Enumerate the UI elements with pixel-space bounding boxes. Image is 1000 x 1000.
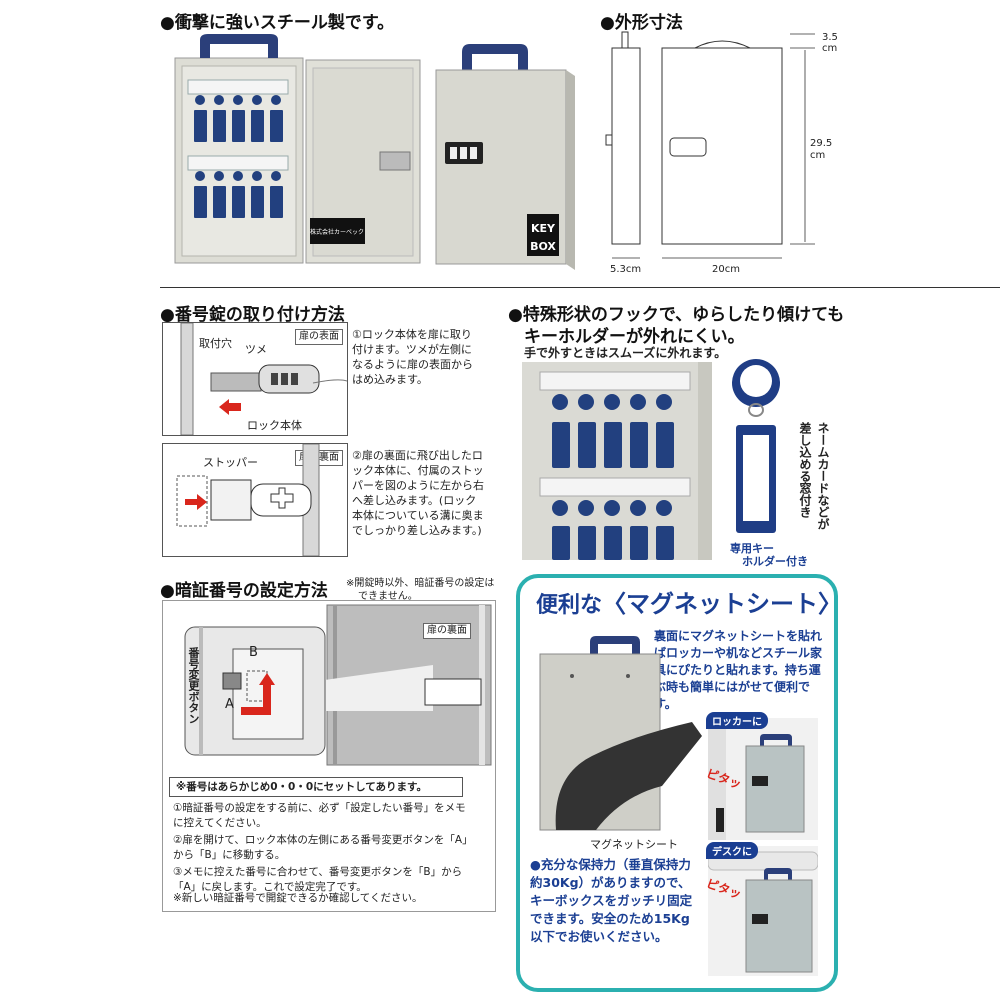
final-note: ※新しい暗証番号で開錠できるか確認してください。 [173, 892, 423, 904]
magnet-desc: 裏面にマグネットシートを貼ればロッカーや机などスチール家具にぴたりと貼れます。持… [654, 629, 823, 711]
desk-photo [708, 846, 818, 976]
holder-caption-1: 専用キー [730, 542, 774, 555]
section4-title: ●特殊形状のフックで、ゆらしたり傾けても [508, 305, 845, 325]
dim-height-unit: cm [810, 150, 826, 161]
dim-height: 29.5 [810, 138, 833, 149]
magnet-box-figure [539, 636, 702, 831]
keybox-photo: 株式会社カーベック KEY BOX [174, 34, 575, 270]
dim-top-unit: cm [822, 43, 838, 54]
inner-label: 株式会社カーベック [310, 228, 364, 236]
dim-depth: 5.3cm [610, 264, 642, 275]
caution-1: ※開錠時以外、暗証番号の設定は [346, 578, 495, 589]
lock-install-figure [180, 323, 347, 435]
door-tag: 扉の裏面 [423, 623, 471, 639]
caution-2: できません。 [358, 591, 418, 602]
label-b: B [249, 645, 258, 660]
code-setting-panel: 扉の裏面 B A 番号変更ボタン ※番号はあらかじめ0・0・0にセットしてありま… [162, 600, 496, 912]
locker-photo [708, 718, 818, 840]
badge-desk: デスクに [706, 842, 758, 859]
dim-width: 20cm [712, 264, 740, 275]
dimension-diagram [605, 31, 815, 259]
button-vertical: 番号変更ボタン [187, 647, 200, 724]
step-3: ③メモに控えた番号に合わせて、番号変更ボタンを「B」から「A」に戻します。これで… [173, 866, 463, 893]
sheet-label: マグネットシート [590, 838, 678, 851]
holder-vertical-2: 差し込める窓付き [798, 422, 812, 518]
dim-top: 3.5 [822, 32, 838, 43]
panel1-text: ①ロック本体を扉に取り付けます。ツメが左側になるように扉の表面からはめ込みます。 [352, 328, 473, 386]
section1-title: ●衝撃に強いスチール製です。 [160, 13, 395, 33]
magnet-head-main: 〈マグネットシート〉 [602, 590, 843, 618]
key-holder-icon [732, 359, 780, 533]
section2-title: ●外形寸法 [600, 13, 683, 33]
section4-subtitle: 手で外すときはスムーズに外れます。 [524, 346, 727, 360]
holder-vertical-1: ネームカードなどが [816, 422, 830, 530]
hook-photo [522, 362, 712, 560]
panel1-tag: 扉の表面 [295, 329, 343, 345]
install-panel-1: 扉の表面 取付穴 ツメ ロック本体 [162, 322, 348, 436]
magnet-heading: 便利な〈マグネットシート〉 [536, 584, 842, 619]
step-2: ②扉を開けて、ロック本体の左側にある番号変更ボタンを「A」から「B」に移動する。 [173, 834, 473, 861]
panel2-text: ②扉の裏面に飛び出したロック本体に、付属のストッパーを図のように左から右へ差し込… [352, 449, 484, 537]
label-a: A [225, 697, 234, 712]
badge-locker: ロッカーに [706, 712, 768, 729]
label-hole: 取付穴 [199, 337, 232, 350]
holder-caption-2: ホルダー付き [742, 555, 808, 568]
section4-title2: キーホルダーが外れにくい。 [524, 327, 745, 347]
divider-1 [160, 287, 1000, 288]
magnet-strength: ●充分な保持力（垂直保持力約30Kg）がありますので、キーボックスをガッチリ固定… [530, 857, 693, 944]
stopper-figure [176, 444, 320, 556]
preset-box: ※番号はあらかじめ0・0・0にセットしてあります。 [169, 777, 463, 797]
section5-title: ●暗証番号の設定方法 [160, 581, 328, 601]
box-label-top: KEY [531, 222, 556, 235]
label-claw: ツメ [245, 343, 267, 356]
label-stopper: ストッパー [203, 456, 258, 469]
box-label-bottom: BOX [530, 240, 556, 253]
install-panel-2: 扉の裏面 ストッパー [162, 443, 348, 557]
label-body: ロック本体 [247, 419, 302, 432]
section3-title: ●番号錠の取り付け方法 [160, 305, 345, 325]
step-1: ①暗証番号の設定をする前に、必ず「設定したい番号」をメモに控えてください。 [173, 802, 466, 829]
preset-note: ※番号はあらかじめ0・0・0にセットしてあります。 [176, 781, 427, 793]
magnet-head-prefix: 便利な [536, 593, 603, 618]
